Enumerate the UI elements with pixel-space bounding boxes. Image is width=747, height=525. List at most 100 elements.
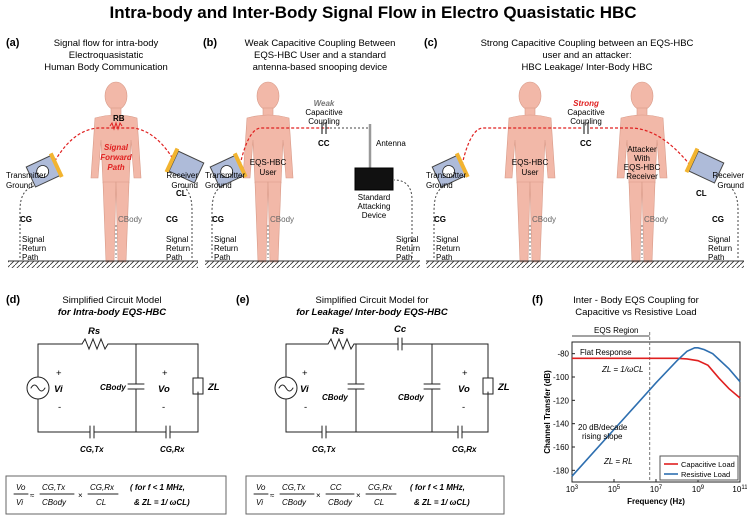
svg-text:CBody: CBody <box>282 498 307 507</box>
svg-text:Return: Return <box>708 244 732 253</box>
svg-text:Path: Path <box>436 253 452 262</box>
x-tick-label: 109 <box>692 485 705 494</box>
svg-text:Path: Path <box>708 253 724 262</box>
svg-text:Cc: Cc <box>394 324 407 335</box>
panel-b-caption-2: EQS-HBC User and a standard <box>254 50 386 61</box>
svg-text:Vo: Vo <box>16 483 26 492</box>
cg-a-left: CG <box>20 215 32 224</box>
svg-text:CBody: CBody <box>398 393 424 402</box>
rx-ground-a-1: Receiver <box>166 171 198 180</box>
svg-text:CC: CC <box>330 483 342 492</box>
svg-text:CL: CL <box>696 189 707 198</box>
ret-a-left-3: Path <box>22 253 38 262</box>
svg-text:User: User <box>522 168 539 177</box>
svg-text:User: User <box>260 168 277 177</box>
y-tick-label: -180 <box>553 466 570 475</box>
strong-label: Strong <box>573 99 599 108</box>
svg-text:-: - <box>304 402 307 413</box>
panel-a-tag: (a) <box>6 37 20 49</box>
svg-text:Signal: Signal <box>214 235 236 244</box>
svg-text:CBody: CBody <box>100 383 126 392</box>
svg-text:CBody: CBody <box>328 498 353 507</box>
tx-ground-a-1: Transmitter <box>6 171 46 180</box>
signal-path-2: Forward <box>100 153 133 162</box>
y-tick-label: -80 <box>557 350 569 359</box>
panel-a-caption-1: Signal flow for intra-body <box>54 38 159 49</box>
svg-text:Vi: Vi <box>300 384 309 395</box>
svg-text:Vo: Vo <box>158 384 170 395</box>
svg-text:user and an attacker:: user and an attacker: <box>542 50 631 61</box>
svg-text:(f): (f) <box>532 294 543 306</box>
svg-text:CG,Tx: CG,Tx <box>80 445 104 454</box>
svg-text:Capacitive: Capacitive <box>567 108 605 117</box>
forward-path-a <box>49 127 177 171</box>
svg-text:CG,Rx: CG,Rx <box>160 445 185 454</box>
svg-text:( for f < 1 MHz,: ( for f < 1 MHz, <box>410 483 465 492</box>
x-axis-label: Frequency (Hz) <box>627 497 685 506</box>
svg-text:-: - <box>462 402 465 413</box>
y-axis-label: Channel Transfer (dB) <box>543 370 552 454</box>
svg-text:& ZL = 1/ ωCL): & ZL = 1/ ωCL) <box>134 498 190 507</box>
svg-text:Simplified Circuit Model: Simplified Circuit Model <box>62 295 161 306</box>
transmitter-device-c <box>431 152 470 188</box>
attacking-device <box>354 167 394 191</box>
antenna-label: Antenna <box>376 139 406 148</box>
svg-text:Standard: Standard <box>358 193 390 202</box>
cl-a: CL <box>176 189 187 198</box>
svg-text:Receiver: Receiver <box>626 172 658 181</box>
svg-text:Ground: Ground <box>205 181 232 190</box>
panel-a-caption-2: Electroquasistatic <box>69 50 144 61</box>
svg-text:CBody: CBody <box>42 498 67 507</box>
svg-text:Coupling: Coupling <box>308 117 340 126</box>
svg-text:(d): (d) <box>6 294 20 306</box>
cbody-a: CBody <box>118 215 142 224</box>
svg-text:×: × <box>356 491 361 500</box>
svg-text:( for f < 1 MHz,: ( for f < 1 MHz, <box>130 483 185 492</box>
panel-b-caption-3: antenna-based snooping device <box>253 62 388 73</box>
svg-text:Inter - Body EQS Coupling for: Inter - Body EQS Coupling for <box>573 295 699 306</box>
rb-label: RB <box>113 114 125 123</box>
weak-label: Weak <box>314 99 335 108</box>
svg-text:-: - <box>58 402 61 413</box>
eqs-region-label: EQS Region <box>594 326 638 335</box>
equation-box-e <box>245 475 505 515</box>
human-body-c-user <box>504 81 556 263</box>
ret-a-right-2: Return <box>166 244 190 253</box>
panel-d: (d) Simplified Circuit Model for Intra-b… <box>5 294 227 515</box>
svg-text:Transmitter: Transmitter <box>205 171 245 180</box>
series-line-resistive-load <box>571 346 741 477</box>
svg-text:Attacking: Attacking <box>358 202 391 211</box>
panel-b-tag: (b) <box>203 37 217 49</box>
svg-text:CG,Rx: CG,Rx <box>368 483 393 492</box>
figure-title: Intra-body and Inter-Body Signal Flow in… <box>109 3 636 22</box>
svg-text:for Intra-body EQS-HBC: for Intra-body EQS-HBC <box>58 307 166 318</box>
svg-text:ZL: ZL <box>207 382 220 393</box>
human-body-b <box>242 81 294 263</box>
receiver-device-c <box>684 147 725 184</box>
svg-text:Return: Return <box>436 244 460 253</box>
zc-equation-label: ZL = 1/ωCL <box>601 365 643 374</box>
transmitter-device-b <box>209 152 248 188</box>
svg-text:Capacitive vs Resistive Load: Capacitive vs Resistive Load <box>575 307 696 318</box>
transmitter-device-a <box>25 152 64 188</box>
svg-text:Path: Path <box>214 253 230 262</box>
svg-text:CG,Rx: CG,Rx <box>90 483 115 492</box>
svg-text:Capacitive: Capacitive <box>305 108 343 117</box>
ret-a-left-1: Signal <box>22 235 44 244</box>
svg-text:CBody: CBody <box>644 215 668 224</box>
svg-text:+: + <box>56 368 62 379</box>
svg-text:CG: CG <box>434 215 446 224</box>
x-tick-label: 1011 <box>732 485 747 494</box>
ret-a-right-1: Signal <box>166 235 188 244</box>
svg-text:+: + <box>462 368 468 379</box>
panel-a-caption-3: Human Body Communication <box>44 62 168 73</box>
slope-label-1: 20 dB/decade <box>578 423 628 432</box>
rx-ground-a-2: Ground <box>171 181 198 190</box>
svg-text:+: + <box>162 368 168 379</box>
svg-text:Attacker: Attacker <box>627 145 657 154</box>
rb-resistor <box>109 121 123 131</box>
ground-hatch-a <box>8 261 198 268</box>
svg-text:CBody: CBody <box>532 215 556 224</box>
